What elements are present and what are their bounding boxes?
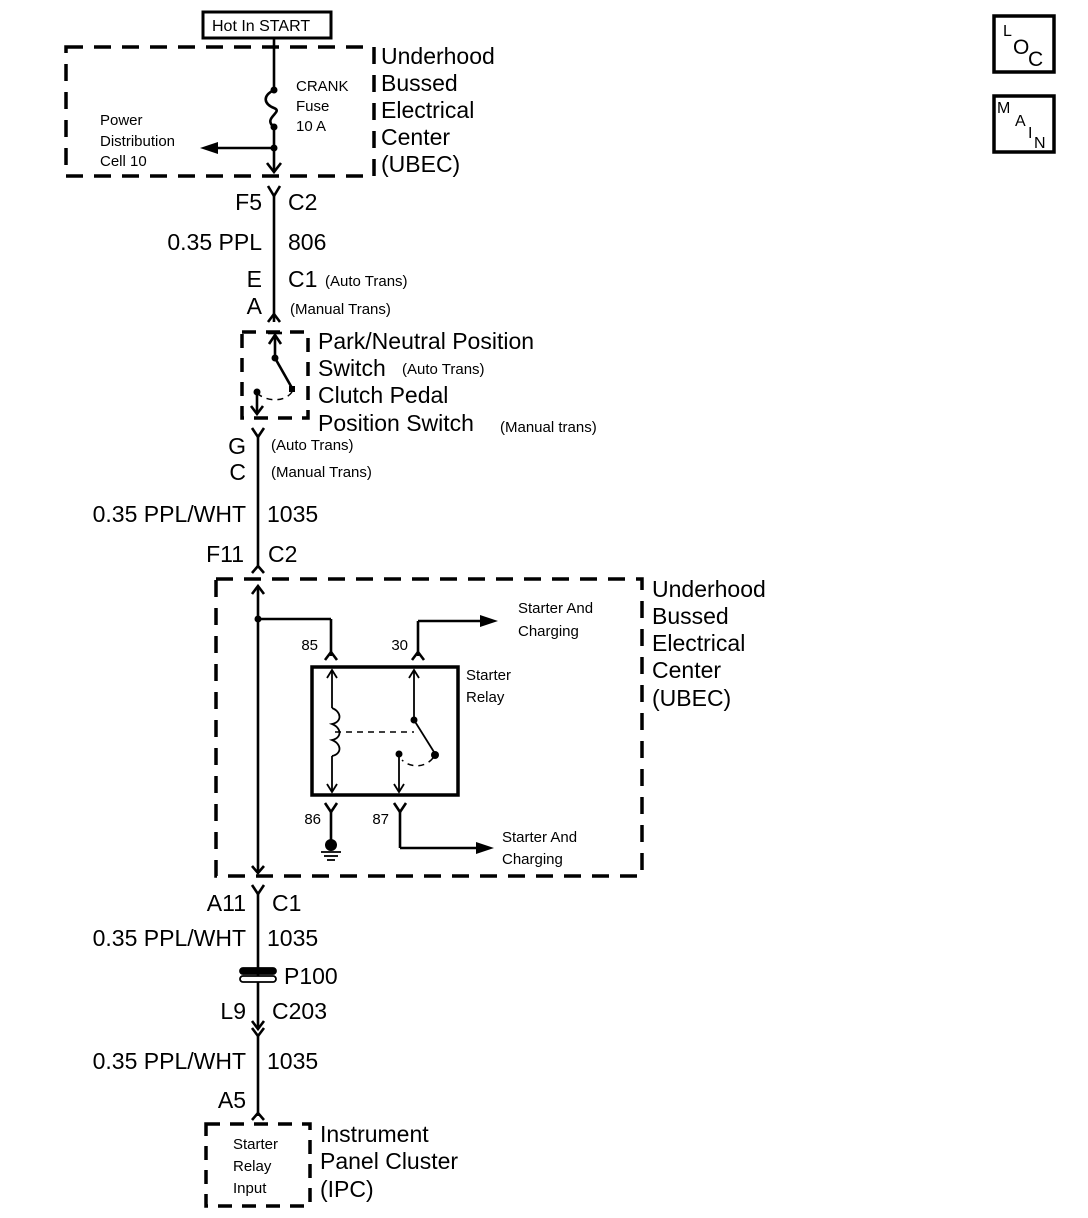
- svg-text:0.35 PPL/WHT: 0.35 PPL/WHT: [93, 925, 246, 951]
- svg-text:Underhood: Underhood: [381, 43, 495, 69]
- svg-text:O: O: [1013, 36, 1029, 59]
- svg-text:1035: 1035: [267, 925, 318, 951]
- svg-text:0.35 PPL/WHT: 0.35 PPL/WHT: [93, 1048, 246, 1074]
- svg-text:Relay: Relay: [233, 1158, 272, 1175]
- pin-30: 30: [391, 637, 408, 654]
- svg-text:C2: C2: [288, 189, 317, 215]
- switch-contact-icon: [273, 357, 294, 389]
- svg-text:L9: L9: [220, 998, 246, 1024]
- svg-text:Hot In START: Hot In START: [212, 18, 310, 35]
- ground-icon: [325, 839, 337, 851]
- svg-text:C203: C203: [272, 998, 327, 1024]
- starter-relay: [310, 665, 460, 797]
- passthrough-grommet-icon: [239, 967, 277, 983]
- ubec-top-title: Underhood Bussed Electrical Center (UBEC…: [381, 43, 495, 177]
- starter-charging-label-87: Starter And: [502, 829, 577, 846]
- connector-g-c: [250, 427, 266, 440]
- svg-text:Park/Neutral Position: Park/Neutral Position: [318, 328, 534, 354]
- svg-text:Electrical: Electrical: [381, 97, 474, 123]
- svg-text:Charging: Charging: [502, 851, 563, 868]
- svg-text:L: L: [1003, 23, 1012, 40]
- svg-text:A5: A5: [218, 1087, 246, 1113]
- connector-c1-bottom: [250, 884, 266, 897]
- svg-text:C1: C1: [272, 890, 301, 916]
- svg-text:Cell 10: Cell 10: [100, 153, 147, 170]
- svg-text:E: E: [247, 266, 262, 292]
- pin-85: 85: [301, 637, 318, 654]
- svg-text:1035: 1035: [267, 501, 318, 527]
- svg-text:F11: F11: [206, 541, 244, 567]
- svg-text:Bussed: Bussed: [381, 70, 458, 96]
- ipc-input-label: Starter: [233, 1136, 278, 1153]
- relay-contact-icon: [413, 719, 435, 753]
- svg-text:A: A: [1015, 113, 1026, 130]
- svg-text:Bussed: Bussed: [652, 603, 729, 629]
- svg-text:Position Switch: Position Switch: [318, 410, 474, 436]
- ubec-bottom-title: Underhood Bussed Electrical Center (UBEC…: [652, 576, 766, 711]
- ubec-top-boundary: [64, 45, 376, 178]
- svg-text:A11: A11: [207, 890, 246, 916]
- svg-text:(Auto Trans): (Auto Trans): [402, 361, 485, 378]
- svg-text:Instrument: Instrument: [320, 1121, 429, 1147]
- svg-text:Electrical: Electrical: [652, 630, 745, 656]
- svg-text:N: N: [1034, 135, 1046, 152]
- ipc-title: Instrument Panel Cluster (IPC): [320, 1121, 458, 1202]
- svg-text:1035: 1035: [267, 1048, 318, 1074]
- arrow-left-icon: [200, 142, 218, 154]
- svg-text:(Auto Trans): (Auto Trans): [325, 273, 408, 290]
- svg-text:M: M: [997, 100, 1010, 117]
- svg-text:Fuse: Fuse: [296, 98, 329, 115]
- svg-text:C: C: [1028, 48, 1043, 71]
- arrow-right-icon: [480, 615, 498, 627]
- main-badge[interactable]: M A I N: [992, 94, 1056, 154]
- svg-text:Center: Center: [381, 124, 450, 150]
- pin-86: 86: [304, 811, 321, 828]
- svg-text:806: 806: [288, 229, 326, 255]
- p100-label: P100: [284, 963, 338, 989]
- relay-label: Starter: [466, 667, 511, 684]
- starter-charging-label-30: Starter And: [518, 600, 593, 617]
- fuse-label: CRANK: [296, 78, 349, 95]
- svg-text:(Manual trans): (Manual trans): [500, 419, 597, 436]
- svg-text:F5: F5: [235, 189, 262, 215]
- svg-text:(Manual Trans): (Manual Trans): [271, 464, 372, 481]
- crank-fuse-icon: [264, 88, 278, 129]
- loc-badge[interactable]: L O C: [992, 14, 1056, 74]
- ubec-bottom-boundary: [214, 577, 644, 878]
- svg-text:I: I: [1028, 125, 1032, 142]
- svg-text:G: G: [228, 433, 246, 459]
- svg-text:(UBEC): (UBEC): [652, 685, 731, 711]
- svg-text:(UBEC): (UBEC): [381, 151, 460, 177]
- svg-text:0.35 PPL: 0.35 PPL: [167, 229, 262, 255]
- svg-text:10 A: 10 A: [296, 118, 326, 135]
- arrow-right-icon: [476, 842, 494, 854]
- svg-text:(Manual Trans): (Manual Trans): [290, 301, 391, 318]
- svg-text:C: C: [229, 459, 246, 485]
- svg-text:0.35 PPL/WHT: 0.35 PPL/WHT: [93, 501, 246, 527]
- svg-text:C2: C2: [268, 541, 297, 567]
- svg-text:A: A: [247, 293, 263, 319]
- pdc-label: Power: [100, 112, 143, 129]
- svg-text:Panel Cluster: Panel Cluster: [320, 1148, 458, 1174]
- svg-text:(Auto Trans): (Auto Trans): [271, 437, 354, 454]
- connector-c2-top: [266, 185, 282, 199]
- svg-text:Input: Input: [233, 1180, 267, 1197]
- svg-text:Charging: Charging: [518, 623, 579, 640]
- switch-title: Park/Neutral Position Switch (Auto Trans…: [318, 328, 597, 436]
- svg-text:Distribution: Distribution: [100, 133, 175, 150]
- svg-text:Clutch Pedal: Clutch Pedal: [318, 382, 448, 408]
- ipc-boundary: [204, 1122, 312, 1208]
- svg-text:Relay: Relay: [466, 689, 505, 706]
- svg-text:C1: C1: [288, 266, 317, 292]
- pin-87: 87: [372, 811, 389, 828]
- svg-text:Center: Center: [652, 657, 721, 683]
- hot-in-start-label: Hot In START: [201, 10, 333, 40]
- svg-text:(IPC): (IPC): [320, 1176, 374, 1202]
- svg-text:Switch: Switch: [318, 355, 386, 381]
- svg-text:Underhood: Underhood: [652, 576, 766, 602]
